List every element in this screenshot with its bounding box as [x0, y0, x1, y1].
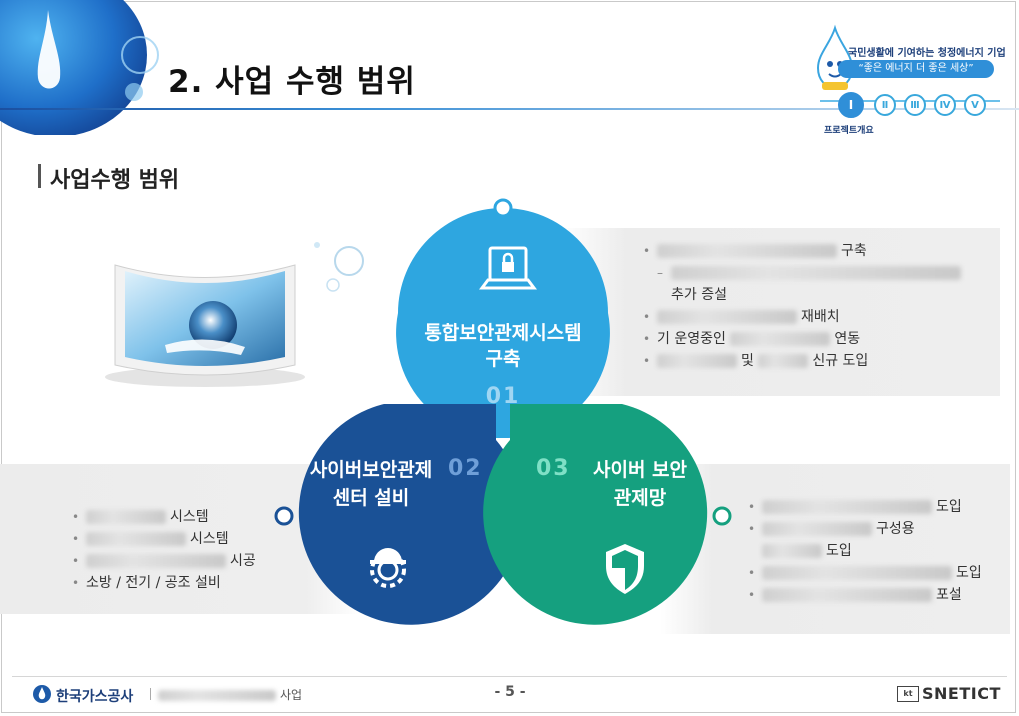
kogas-logo-icon — [33, 685, 51, 703]
tab-2[interactable]: Ⅱ — [874, 94, 896, 116]
petal-right-title: 사이버 보안 관제망 — [592, 459, 687, 509]
left-scope-list: 시스템 시스템 시공 소방 / 전기 / 공조 설비 — [72, 506, 332, 594]
tab-4[interactable]: Ⅳ — [934, 94, 956, 116]
mascot-icon — [816, 24, 854, 90]
active-tab-label: 프로젝트개요 — [824, 126, 874, 136]
top-scope-list: 구축 추가 증설 재배치 기 운영중인 연동 및 신규 도입 — [643, 240, 983, 372]
footer-project: 사업 — [158, 686, 302, 703]
section-marker — [38, 164, 41, 188]
list-item: 포설 — [748, 584, 1008, 606]
list-item: 구축 — [643, 240, 983, 262]
list-item: 소방 / 전기 / 공조 설비 — [72, 572, 332, 594]
list-item: 추가 증설 — [671, 287, 727, 303]
screen-illustration — [105, 242, 364, 387]
laptop-lock-icon — [479, 246, 537, 290]
petal-right — [483, 404, 708, 625]
tab-5[interactable]: Ⅴ — [964, 94, 986, 116]
petal-left — [298, 404, 523, 625]
gear-helmet-icon — [370, 548, 406, 588]
petal-right-number: 03 — [536, 456, 571, 481]
shield-icon — [606, 544, 644, 594]
list-item: 및 신규 도입 — [643, 350, 983, 372]
footer-company: 한국가스공사 — [56, 689, 134, 705]
list-item: 시스템 — [72, 528, 332, 550]
petal-right-node — [712, 506, 732, 526]
petal-top-node — [493, 198, 513, 218]
list-item: 시공 — [72, 550, 332, 572]
list-item: 시스템 — [72, 506, 332, 528]
scope-petal-diagram — [274, 198, 732, 625]
tab-1[interactable]: Ⅰ — [838, 92, 864, 118]
footer-brand: SNETICT — [922, 684, 1001, 703]
list-item: 기 운영중인 연동 — [643, 328, 983, 350]
page-title: 2. 사업 수행 범위 — [168, 64, 416, 100]
list-item — [643, 262, 983, 284]
petal-left-number: 02 — [448, 456, 483, 481]
water-drop-decoration — [0, 0, 159, 135]
list-item: 도입 — [748, 540, 1008, 562]
list-item: 도입 — [748, 562, 1008, 584]
footer-separator — [150, 688, 151, 700]
list-item: 구성용 — [748, 518, 1008, 540]
title-underline — [0, 108, 1019, 110]
company-slogan: 국민생활에 기여하는 청정에너지 기업 — [848, 48, 1006, 59]
list-item: 재배치 — [643, 306, 983, 328]
petal-left-title: 사이버보안관제 센터 설비 — [309, 459, 433, 509]
petal-top-number: 01 — [485, 384, 521, 409]
tagline-badge: “좋은 에너지 더 좋은 세상” — [838, 60, 994, 78]
section-title: 사업수행 범위 — [50, 168, 180, 193]
footer-divider — [12, 676, 1007, 677]
kt-badge: kt — [897, 686, 919, 702]
tab-3[interactable]: Ⅲ — [904, 94, 926, 116]
petal-top-title: 통합보안관제시스템 구축 — [424, 322, 582, 370]
list-item: 도입 — [748, 496, 1008, 518]
right-scope-list: 도입 구성용 도입 도입 포설 — [748, 496, 1008, 606]
page-number: - 5 - — [494, 684, 526, 700]
petal-top — [396, 208, 610, 439]
